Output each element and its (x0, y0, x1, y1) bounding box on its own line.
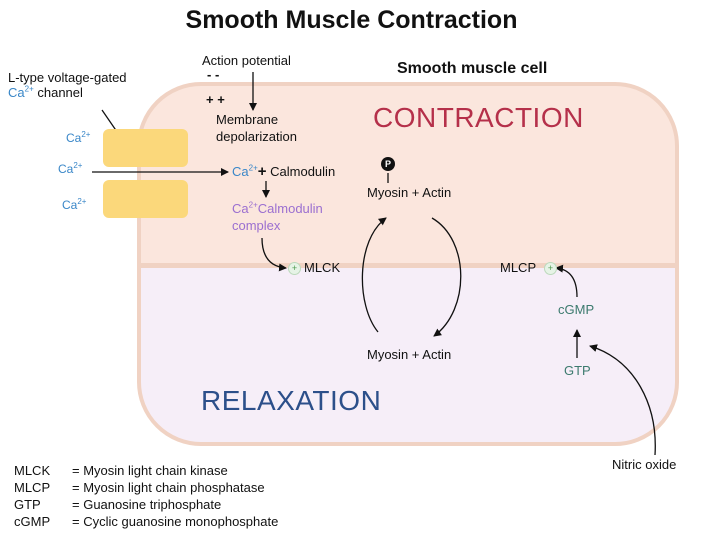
complex-mlck-arrow (261, 237, 287, 272)
calmodulin-ion: Ca (232, 164, 249, 179)
channel-label-line1: L-type voltage-gated (8, 70, 127, 85)
complex-line1: Calmodulin (257, 201, 323, 216)
calmodulin-text: Calmodulin (270, 164, 336, 179)
channel-label-line2: channel (33, 85, 83, 100)
membrane-depolarization-label: Membrane depolarization (216, 111, 297, 145)
cgmp-label: cGMP (558, 302, 595, 317)
cgmp-mlcp-arrow (555, 264, 578, 298)
legend-abbr: MLCK (14, 463, 51, 478)
cycle-arrow-left (361, 217, 387, 333)
legend-item: GTP = Guanosine triphosphate (14, 497, 221, 512)
calcium-ion-lower-charge: 2+ (77, 197, 87, 206)
calcium-ion-middle-symbol: Ca (58, 162, 74, 176)
legend-def: = Guanosine triphosphate (72, 497, 222, 512)
channel-label-ion-charge: 2+ (24, 84, 34, 94)
region-divider (139, 263, 677, 268)
legend-def: = Cyclic guanosine monophosphate (72, 514, 279, 529)
membrane-line1: Membrane (216, 112, 279, 127)
calmodulin-ion-charge: 2+ (248, 163, 258, 173)
mlck-plus-marker: + (288, 262, 301, 275)
calmodulin-complex-label: Ca2+Calmodulin complex (232, 200, 323, 234)
channel-label: L-type voltage-gated Ca2+ channel (8, 70, 127, 100)
calcium-ion-upper-charge: 2+ (81, 130, 91, 139)
mlcp-label: MLCP (500, 260, 537, 275)
plus-signs: + + (206, 92, 225, 107)
phosphate-icon: P (381, 157, 395, 171)
channel-block-upper (103, 129, 188, 167)
cell-membrane (137, 82, 679, 446)
calcium-ion-lower: Ca2+ (62, 197, 87, 213)
complex-line2: complex (232, 218, 281, 233)
cell-body (139, 84, 677, 444)
calcium-ion-middle-charge: 2+ (73, 161, 83, 170)
legend-abbr: GTP (14, 497, 41, 512)
myosin-actin-top: Myosin + Actin (367, 185, 452, 200)
calcium-calmodulin-label: Ca2++ Calmodulin (232, 163, 335, 180)
cycle-arrow-right (431, 217, 462, 337)
nitric-oxide-label: Nitric oxide (612, 457, 677, 472)
relaxation-label: RELAXATION (201, 385, 382, 416)
channel-label-ion: Ca (8, 85, 25, 100)
legend-item: cGMP = Cyclic guanosine monophosphate (14, 514, 278, 529)
relaxation-region (139, 265, 677, 444)
channel-block-lower (103, 180, 188, 218)
legend-item: MLCK = Myosin light chain kinase (14, 463, 228, 478)
action-potential-label: Action potential (202, 53, 291, 68)
legend-def: = Myosin light chain kinase (72, 463, 228, 478)
nitric-oxide-arrow (589, 344, 656, 456)
contraction-label: CONTRACTION (373, 102, 584, 133)
legend-abbr: MLCP (14, 480, 51, 495)
cell-label: Smooth muscle cell (397, 60, 548, 77)
mlck-label: MLCK (304, 260, 341, 275)
legend-def: = Myosin light chain phosphatase (72, 480, 265, 495)
calcium-ion-lower-symbol: Ca (62, 198, 78, 212)
calcium-ion-upper-symbol: Ca (66, 131, 82, 145)
gtp-label: GTP (564, 363, 591, 378)
membrane-line2: depolarization (216, 129, 297, 144)
calmodulin-plus: + (257, 163, 267, 180)
myosin-actin-bottom: Myosin + Actin (367, 347, 452, 362)
calcium-ion-upper: Ca2+ (66, 130, 91, 146)
legend-abbr: cGMP (14, 514, 51, 529)
complex-ion: Ca (232, 201, 249, 216)
calcium-ion-middle: Ca2+ (58, 161, 83, 177)
minus-signs: - - (207, 67, 220, 82)
mlcp-plus-marker: + (544, 262, 557, 275)
diagram-title: Smooth Muscle Contraction (185, 6, 518, 34)
complex-ion-charge: 2+ (248, 200, 258, 210)
legend-item: MLCP = Myosin light chain phosphatase (14, 480, 265, 495)
